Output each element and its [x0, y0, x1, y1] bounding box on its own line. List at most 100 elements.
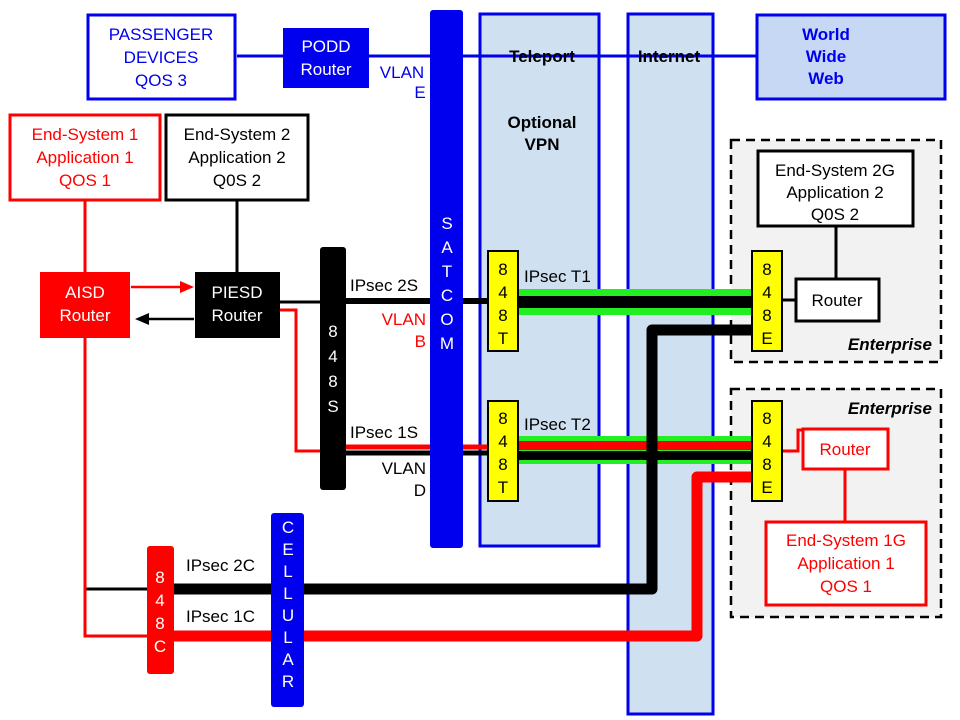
ipsec-t2-label: IPsec T2 — [524, 415, 591, 434]
node-848c-char-3: 8 — [155, 614, 164, 633]
piesd-router-line-1: PIESD — [211, 283, 262, 302]
piesd-router-box — [195, 272, 280, 338]
satcom-char-4: C — [441, 286, 453, 305]
aisd-router-line-1: AISD — [65, 283, 105, 302]
vlan-e-line-2: E — [414, 83, 425, 102]
passenger-devices-line-2: DEVICES — [124, 48, 199, 67]
node-848t-top-char-3: 8 — [498, 306, 507, 325]
node-848t-bottom-char-1: 8 — [498, 409, 507, 428]
cellular-char-8: R — [282, 672, 294, 691]
cellular-char-5: U — [282, 606, 294, 625]
arrowhead-black — [135, 313, 149, 325]
end-system-1g-box — [764, 520, 928, 607]
satcom-char-6: M — [440, 334, 454, 353]
ipsec-2s-label: IPsec 2S — [350, 276, 418, 295]
www-line-2: Wide — [806, 47, 846, 66]
node-848e-bottom-char-1: 8 — [762, 409, 771, 428]
ipsec-2c-label: IPsec 2C — [186, 556, 255, 575]
end-system-2g-line-1: End-System 2G — [775, 161, 895, 180]
node-848s-char-3: 8 — [328, 372, 337, 391]
node-848t-bottom-char-2: 4 — [498, 432, 507, 451]
link-848e-router-bottom — [781, 428, 803, 453]
vlan-b-line-2: B — [415, 332, 426, 351]
cellular-char-7: A — [282, 650, 294, 669]
node-848c-char-4: C — [154, 637, 166, 656]
end-system-2g-line-3: Q0S 2 — [811, 205, 859, 224]
satcom-bar — [430, 10, 463, 548]
link-ipsec-t2-red — [519, 441, 756, 450]
end-system-1g-line-1: End-System 1G — [786, 531, 906, 550]
passenger-devices-box — [86, 13, 237, 101]
node-848c-char-1: 8 — [155, 568, 164, 587]
node-848e-top-char-2: 4 — [762, 283, 771, 302]
internet-title: Internet — [638, 47, 701, 66]
enterprise-bottom-router-box — [801, 427, 890, 471]
enterprise-bottom-label: Enterprise — [848, 399, 932, 418]
node-848s-char-2: 4 — [328, 347, 337, 366]
aisd-router-line-2: Router — [59, 306, 110, 325]
cellular-bar — [271, 513, 304, 707]
www-box — [755, 13, 947, 101]
ipsec-1s-label: IPsec 1S — [350, 423, 418, 442]
node-848t-top-box — [487, 250, 519, 352]
satcom-char-5: O — [440, 310, 453, 329]
node-848t-bottom-box — [487, 400, 519, 502]
satcom-char-1: S — [441, 214, 452, 233]
end-system-2-box — [164, 113, 310, 202]
link-ipsec-1c — [174, 471, 756, 642]
node-848e-bottom-char-4: E — [761, 478, 772, 497]
link-ipsec-t2-black — [519, 451, 756, 460]
ipsec-t1-label: IPsec T1 — [524, 267, 591, 286]
teleport-title: Teleport — [509, 47, 575, 66]
node-848e-bottom-char-2: 4 — [762, 432, 771, 451]
satcom-char-2: A — [441, 238, 453, 257]
cellular-char-1: C — [282, 518, 294, 537]
arrowhead-red — [180, 281, 194, 293]
node-848s-char-1: 8 — [328, 322, 337, 341]
podd-router-box — [283, 28, 369, 88]
ipsec-1c-label: IPsec 1C — [186, 607, 255, 626]
end-system-2-line-3: Q0S 2 — [213, 171, 261, 190]
enterprise-top-label: Enterprise — [848, 335, 932, 354]
vlan-e-line-1: VLAN — [380, 63, 424, 82]
enterprise-bottom-router-label: Router — [819, 440, 870, 459]
node-848s-box — [320, 247, 346, 490]
cellular-char-4: L — [283, 584, 292, 603]
passenger-devices-line-3: QOS 3 — [135, 71, 187, 90]
end-system-1-box — [8, 113, 162, 202]
enterprise-top-router-box — [794, 277, 881, 323]
piesd-router-line-2: Router — [211, 306, 262, 325]
satcom-char-3: T — [442, 262, 452, 281]
link-aisd-cellular-black — [83, 326, 148, 591]
link-ipsec-2c — [174, 324, 756, 595]
node-848t-bottom-char-4: T — [498, 478, 508, 497]
node-848e-top-box — [751, 250, 783, 352]
node-848e-top-char-1: 8 — [762, 260, 771, 279]
node-848s-char-4: S — [327, 397, 338, 416]
node-848e-bottom-char-3: 8 — [762, 455, 771, 474]
podd-router-line-2: Router — [300, 60, 351, 79]
vlan-d-line-1: VLAN — [382, 459, 426, 478]
node-848e-bottom-box — [751, 400, 783, 502]
end-system-1g-line-2: Application 1 — [797, 554, 894, 573]
www-line-1: World — [802, 25, 850, 44]
node-848c-char-2: 4 — [155, 591, 164, 610]
link-ipsec-t1-black — [519, 296, 756, 308]
node-848t-top-char-2: 4 — [498, 283, 507, 302]
node-848e-top-char-3: 8 — [762, 306, 771, 325]
cellular-char-2: E — [282, 540, 293, 559]
enterprise-top-router-label: Router — [811, 291, 862, 310]
cellular-char-3: L — [283, 562, 292, 581]
podd-router-line-1: PODD — [301, 37, 350, 56]
vlan-d-line-2: D — [414, 481, 426, 500]
end-system-1-line-2: Application 1 — [36, 148, 133, 167]
end-system-1-line-3: QOS 1 — [59, 171, 111, 190]
node-848e-top-char-4: E — [761, 329, 772, 348]
end-system-2-line-1: End-System 2 — [184, 125, 291, 144]
end-system-2-line-2: Application 2 — [188, 148, 285, 167]
node-848t-bottom-char-3: 8 — [498, 455, 507, 474]
passenger-devices-line-1: PASSENGER — [109, 25, 214, 44]
end-system-2g-box — [756, 149, 915, 228]
node-848c-box — [147, 546, 174, 674]
